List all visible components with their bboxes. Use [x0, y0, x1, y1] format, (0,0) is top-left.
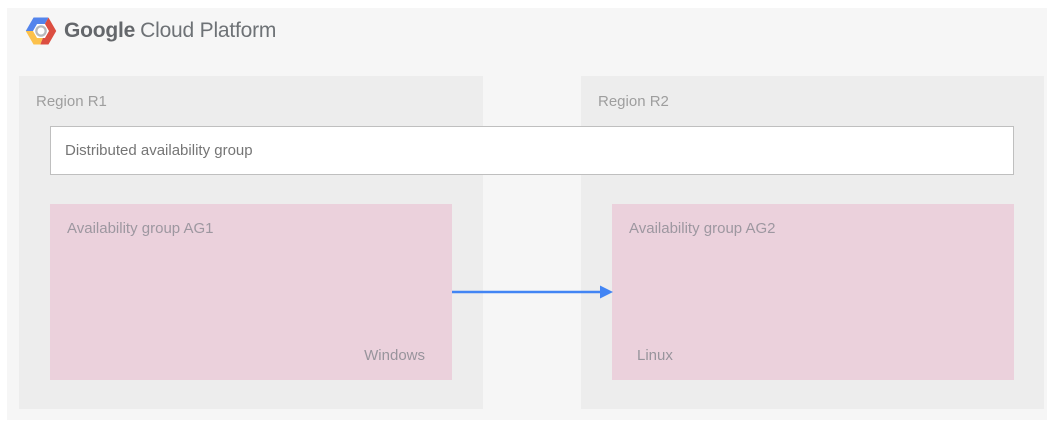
replication-arrow: [452, 284, 613, 300]
distributed-availability-group-box: Distributed availability group: [50, 126, 1014, 175]
ag2-os-label: Linux: [637, 347, 673, 364]
ag1-os-label: Windows: [364, 347, 425, 364]
region-r2-label: Region R2: [598, 93, 669, 110]
availability-group-ag1-box: Availability group AG1 Windows: [50, 204, 452, 380]
brand-google-text: Google: [64, 19, 136, 42]
availability-group-ag2-box: Availability group AG2 Linux: [612, 204, 1014, 380]
distributed-availability-group-label: Distributed availability group: [65, 142, 253, 159]
availability-group-ag2-label: Availability group AG2: [629, 220, 776, 237]
gcp-logo-icon: [25, 17, 57, 45]
availability-group-ag1-label: Availability group AG1: [67, 220, 214, 237]
region-r1-label: Region R1: [36, 93, 107, 110]
brand-product-text: Cloud Platform: [140, 19, 277, 42]
